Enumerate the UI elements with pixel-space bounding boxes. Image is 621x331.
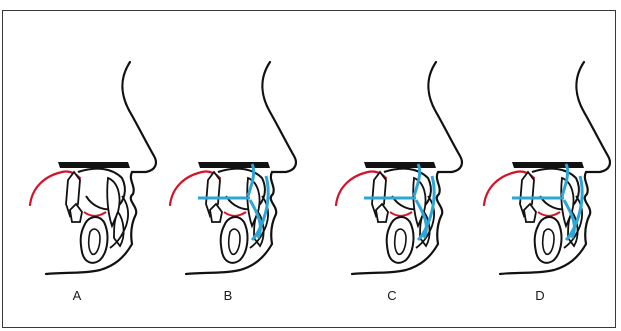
panel-c [336,62,462,274]
panel-label-c: C [377,288,407,303]
panel-label-b: B [213,288,243,303]
face-profile [46,62,156,274]
panel-d [484,62,610,274]
panel-label-a: A [62,288,92,303]
panel-b [170,62,296,274]
panel-label-d: D [525,288,555,303]
face-profile [500,62,610,274]
face-profile [352,62,462,274]
panel-a [30,62,156,274]
face-profile [186,62,296,274]
